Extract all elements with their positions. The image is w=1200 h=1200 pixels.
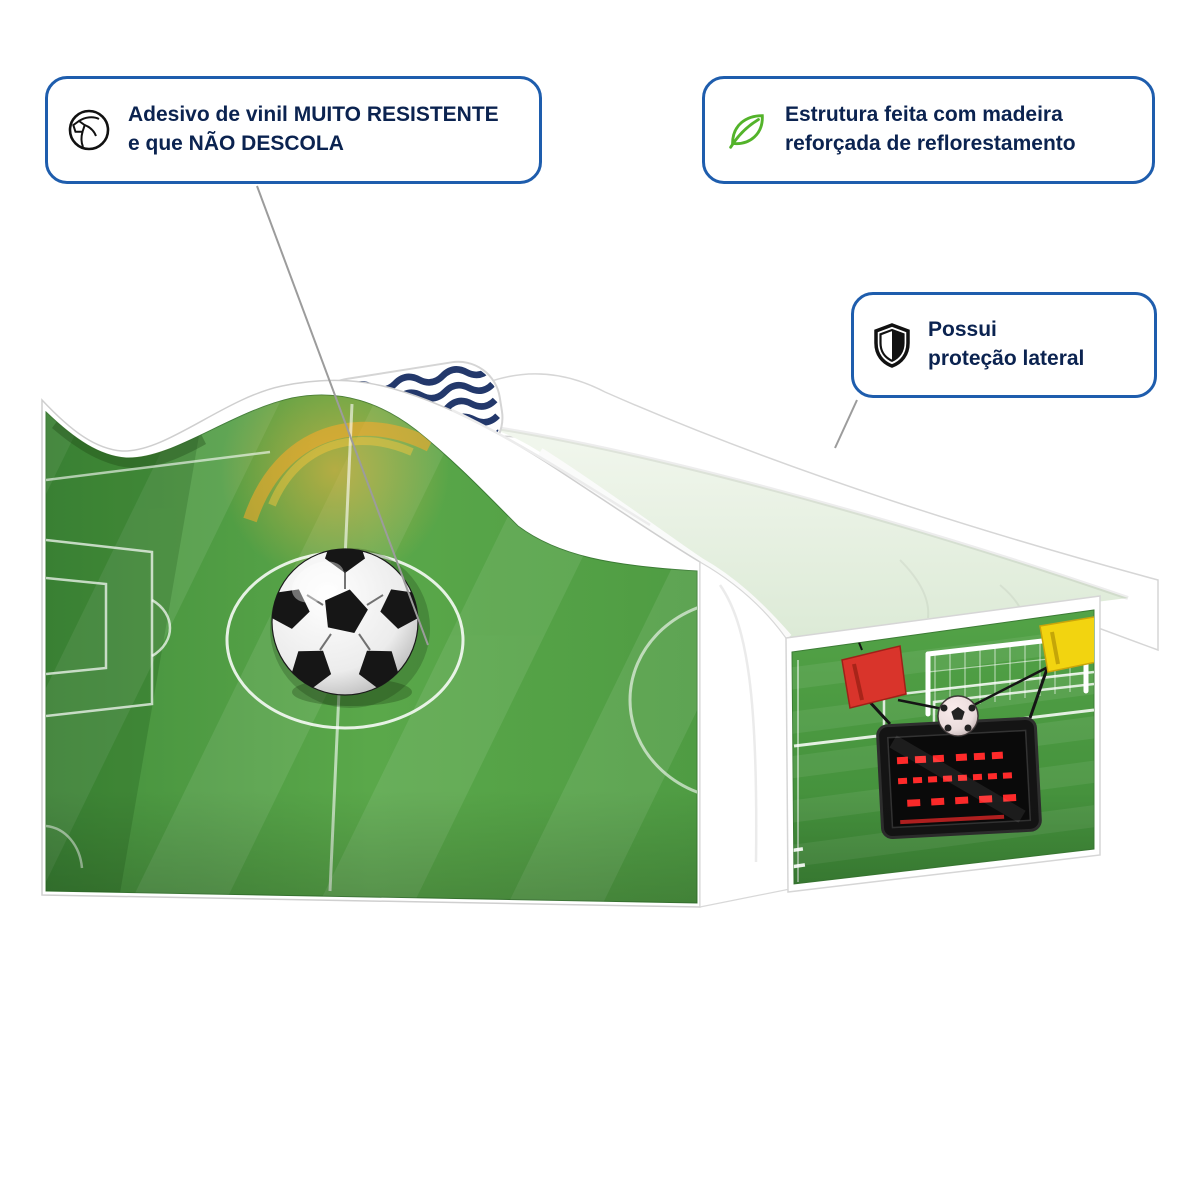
callout-text-protection: Possui proteção lateral	[928, 316, 1084, 374]
callout-text-wood: Estrutura feita com madeira reforçada de…	[785, 101, 1076, 159]
callout-line: Estrutura feita com madeira	[785, 103, 1063, 127]
callout-line: Possui	[928, 318, 997, 342]
hanging-ball-graphic	[937, 695, 979, 737]
soccer-ball-graphic	[270, 548, 430, 708]
edge-marks	[792, 847, 806, 869]
leaf-icon	[723, 108, 769, 152]
callout-line: e que NÃO DESCOLA	[128, 132, 344, 155]
foot-panel	[785, 595, 1101, 893]
yellow-flag	[1039, 615, 1094, 673]
callout-line: Adesivo de vinil MUITO RESISTENTE	[128, 103, 499, 127]
annotation-line-vinyl	[256, 185, 429, 646]
annotation-connectors	[256, 185, 858, 646]
annotation-line-protection	[834, 399, 858, 449]
shield-icon	[872, 322, 912, 368]
callout-text-vinyl: Adesivo de vinil MUITO RESISTENTE e que …	[128, 101, 499, 159]
callout-vinyl-sticker: Adesivo de vinil MUITO RESISTENTE e que …	[45, 76, 542, 184]
callout-line: reforçada de reflorestamento	[785, 132, 1076, 155]
callout-line: proteção lateral	[928, 347, 1085, 370]
callout-wood-structure: Estrutura feita com madeira reforçada de…	[702, 76, 1155, 184]
callout-side-protection: Possui proteção lateral	[851, 292, 1157, 398]
red-flag	[841, 645, 907, 709]
soccer-ball-icon	[66, 107, 112, 153]
